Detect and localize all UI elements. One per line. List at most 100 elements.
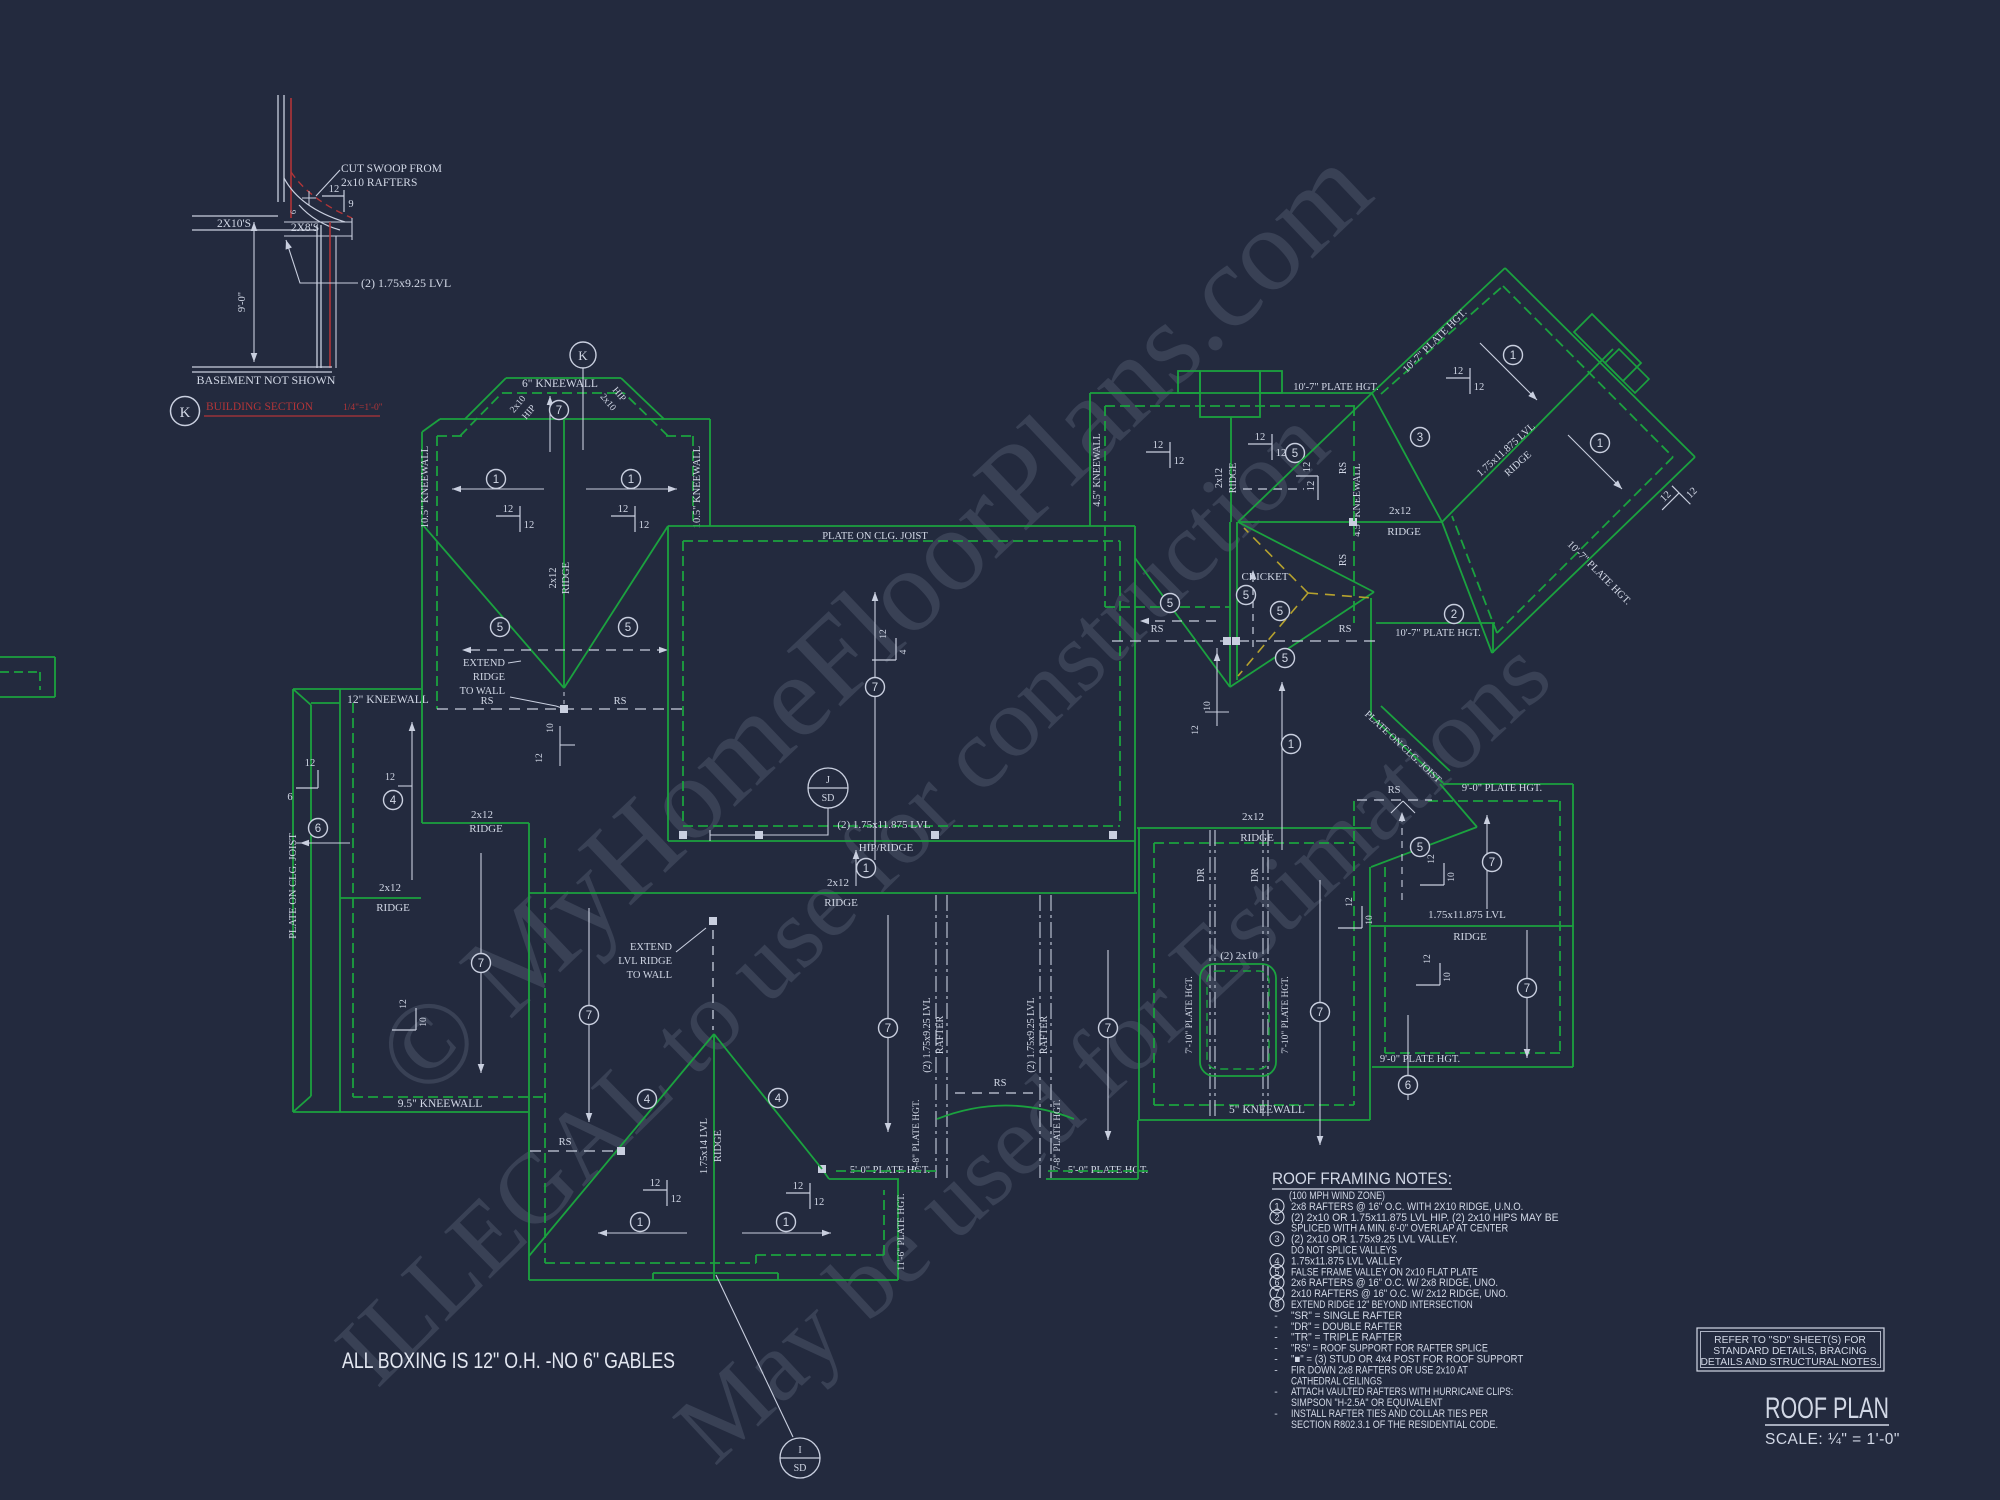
svg-text:12" KNEEWALL: 12" KNEEWALL: [347, 694, 429, 706]
svg-text:1: 1: [863, 863, 869, 875]
svg-text:RIDGE: RIDGE: [1453, 931, 1487, 943]
svg-text:-: -: [1274, 1386, 1278, 1398]
svg-text:2x12: 2x12: [548, 568, 559, 589]
svg-text:SPLICED WITH A MIN. 6'-0" OVER: SPLICED WITH A MIN. 6'-0" OVERLAP AT CEN…: [1291, 1223, 1508, 1235]
svg-text:7: 7: [872, 682, 878, 694]
svg-text:1: 1: [1510, 350, 1516, 362]
svg-text:RIDGE: RIDGE: [1387, 526, 1421, 538]
svg-text:-: -: [1274, 1354, 1278, 1366]
svg-text:10: 10: [546, 723, 556, 733]
svg-text:7'-10" PLATE HGT.: 7'-10" PLATE HGT.: [1185, 976, 1195, 1053]
svg-text:12: 12: [1255, 432, 1266, 443]
svg-text:-: -: [1274, 1408, 1278, 1420]
svg-text:EXTEND RIDGE 12" BEYOND INTERS: EXTEND RIDGE 12" BEYOND INTERSECTION: [1291, 1299, 1473, 1311]
svg-text:4: 4: [390, 795, 397, 807]
svg-text:"■" = (3) STUD OR 4x4 POST: "■" = (3) STUD OR 4x4 POST FOR ROOF SUPP…: [1291, 1354, 1524, 1366]
svg-text:9'-0" PLATE HGT.: 9'-0" PLATE HGT.: [1380, 1054, 1460, 1065]
svg-text:1: 1: [783, 1217, 789, 1229]
svg-text:RS: RS: [559, 1137, 572, 1148]
svg-text:RIDGE: RIDGE: [376, 902, 410, 914]
svg-text:12: 12: [1453, 366, 1464, 377]
svg-text:5: 5: [1274, 1267, 1279, 1277]
svg-text:TO WALL: TO WALL: [460, 686, 505, 697]
svg-text:(100 MPH WIND ZONE): (100 MPH WIND ZONE): [1289, 1190, 1385, 1202]
svg-text:10: 10: [1443, 972, 1453, 982]
svg-text:12: 12: [535, 753, 545, 763]
svg-text:(2) 1.75x11.875 LVL: (2) 1.75x11.875 LVL: [837, 819, 931, 831]
svg-text:6: 6: [288, 210, 298, 214]
svg-text:EXTEND: EXTEND: [463, 658, 505, 669]
svg-text:1: 1: [1597, 438, 1603, 450]
svg-text:7: 7: [1317, 1007, 1323, 1019]
svg-text:1: 1: [1274, 1201, 1279, 1211]
svg-text:12: 12: [879, 629, 889, 639]
svg-text:RIDGE: RIDGE: [473, 672, 505, 683]
svg-text:5: 5: [1277, 606, 1283, 618]
svg-text:-: -: [1274, 1332, 1278, 1344]
svg-text:1/4"=1'-0": 1/4"=1'-0": [343, 403, 383, 413]
svg-text:10.5" KNEEWALL: 10.5" KNEEWALL: [420, 446, 431, 528]
svg-text:12: 12: [1474, 382, 1485, 393]
svg-text:(2) 1.75x9.25 LVL: (2) 1.75x9.25 LVL: [361, 276, 451, 290]
svg-text:8: 8: [1274, 1300, 1279, 1310]
svg-text:10: 10: [1447, 872, 1457, 882]
svg-text:12: 12: [671, 1194, 682, 1205]
svg-text:12: 12: [305, 758, 316, 769]
svg-text:2x12: 2x12: [1242, 811, 1264, 823]
svg-text:2x12: 2x12: [379, 882, 401, 894]
svg-text:6" KNEEWALL: 6" KNEEWALL: [522, 378, 598, 390]
svg-text:PLATE ON CLG. JOIST: PLATE ON CLG. JOIST: [822, 531, 928, 542]
svg-text:5: 5: [1167, 598, 1173, 610]
svg-text:3: 3: [1417, 432, 1423, 444]
svg-text:RAFTER: RAFTER: [935, 1016, 946, 1055]
svg-text:SD: SD: [822, 793, 835, 804]
svg-text:ROOF FRAMING NOTES:: ROOF FRAMING NOTES:: [1272, 1170, 1452, 1188]
svg-text:4: 4: [644, 1094, 651, 1106]
svg-text:RS: RS: [994, 1078, 1007, 1089]
svg-text:12: 12: [329, 184, 340, 195]
svg-text:I: I: [798, 1445, 801, 1456]
svg-text:(2) 2x10 OR 1.75x9.25 LVL VALL: (2) 2x10 OR 1.75x9.25 LVL VALLEY.: [1291, 1234, 1458, 1246]
svg-text:RIDGE: RIDGE: [824, 897, 858, 909]
svg-text:SD: SD: [794, 1463, 807, 1474]
svg-text:11'-6" PLATE HGT.: 11'-6" PLATE HGT.: [897, 1193, 907, 1270]
svg-text:4: 4: [775, 1093, 782, 1105]
svg-text:2: 2: [1274, 1212, 1279, 1222]
svg-text:2X8'S: 2X8'S: [291, 222, 319, 234]
svg-text:DR: DR: [1250, 868, 1261, 882]
svg-text:7: 7: [1489, 857, 1495, 869]
svg-text:12: 12: [1427, 854, 1437, 864]
svg-text:10'-7" PLATE HGT.: 10'-7" PLATE HGT.: [1293, 382, 1379, 393]
svg-text:RIDGE: RIDGE: [1228, 463, 1239, 494]
svg-text:4.5" KNEEWALL: 4.5" KNEEWALL: [1092, 433, 1103, 507]
svg-text:9'-0" PLATE HGT.: 9'-0" PLATE HGT.: [1462, 783, 1542, 794]
svg-text:12: 12: [385, 772, 395, 783]
svg-text:5: 5: [1292, 448, 1298, 460]
svg-text:TO WALL: TO WALL: [627, 970, 672, 981]
svg-text:12: 12: [814, 1197, 825, 1208]
svg-text:-: -: [1274, 1364, 1278, 1376]
svg-text:7: 7: [556, 405, 562, 417]
svg-text:1: 1: [628, 474, 634, 486]
svg-text:CRICKET: CRICKET: [1241, 571, 1288, 583]
svg-text:3: 3: [1274, 1234, 1279, 1244]
svg-text:-: -: [1274, 1343, 1278, 1355]
svg-text:SIMPSON "H-2.5A" OR EQUIVALENT: SIMPSON "H-2.5A" OR EQUIVALENT: [1291, 1397, 1443, 1409]
svg-text:SCALE: ¼" = 1'-0": SCALE: ¼" = 1'-0": [1765, 1431, 1900, 1448]
svg-text:RS: RS: [1339, 624, 1352, 635]
svg-text:4.5" KNEEWALL: 4.5" KNEEWALL: [1352, 463, 1363, 537]
svg-text:INSTALL RAFTER TIES AND COLLAR: INSTALL RAFTER TIES AND COLLAR TIES PER: [1291, 1408, 1488, 1420]
svg-text:RS: RS: [481, 696, 494, 707]
svg-text:DR: DR: [1196, 868, 1207, 882]
svg-text:12: 12: [650, 1178, 661, 1189]
svg-text:HIP/RIDGE: HIP/RIDGE: [859, 842, 914, 854]
svg-text:2x10 RAFTERS @ 16" O.C. W/ 2x1: 2x10 RAFTERS @ 16" O.C. W/ 2x12 RIDGE, U…: [1291, 1288, 1508, 1300]
svg-text:5: 5: [1243, 590, 1249, 602]
svg-text:12: 12: [399, 999, 409, 1009]
svg-text:2x12: 2x12: [827, 877, 849, 889]
svg-text:"TR" = TRIPLE RAFTER: "TR" = TRIPLE RAFTER: [1291, 1332, 1402, 1344]
svg-text:12: 12: [1345, 897, 1355, 907]
svg-text:12: 12: [618, 504, 629, 515]
svg-text:7: 7: [885, 1023, 891, 1035]
svg-text:5: 5: [1282, 653, 1288, 665]
